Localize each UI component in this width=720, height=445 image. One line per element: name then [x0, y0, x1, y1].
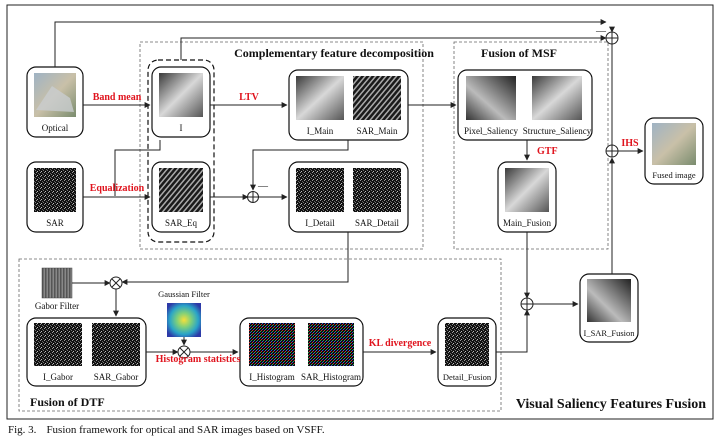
label-optical: Optical — [42, 123, 69, 133]
label-fused-image: Fused image — [652, 170, 695, 180]
group-cfd-title: Complementary feature decomposition — [234, 46, 434, 60]
main-fusion-image — [505, 168, 549, 212]
label-sar-detail: SAR_Detail — [355, 218, 399, 228]
group-cfd-box — [139, 41, 424, 250]
edge-main-minus — [250, 140, 349, 191]
sar-eq-image — [159, 168, 203, 212]
node-fused-image: Fused image — [644, 117, 704, 185]
label-i: I — [180, 123, 183, 133]
edge-i-eq-feed — [114, 140, 161, 196]
plus-op-top — [605, 31, 619, 45]
edge-optical-top — [54, 19, 607, 67]
node-i-sar-fusion: I_SAR_Fusion — [579, 273, 639, 343]
i-detail-image — [296, 168, 344, 212]
plus-op-ihs — [605, 144, 619, 158]
op-ihs: IHS — [621, 138, 639, 149]
label-i-detail: I_Detail — [305, 218, 335, 228]
op-band-mean: Band mean — [93, 92, 142, 103]
group-msf-title: Fusion of MSF — [481, 46, 557, 60]
node-gaussian-filter: Gaussian Filter — [158, 289, 210, 337]
label-pixel-saliency: Pixel_Saliency — [464, 126, 518, 136]
label-main-fusion: Main_Fusion — [503, 218, 552, 228]
pixel-saliency-image — [466, 76, 516, 120]
label-i-main: I_Main — [307, 126, 334, 136]
plus-op-low — [520, 297, 534, 311]
sar-main-image — [353, 76, 401, 120]
node-histogram-pair: I_Histogram SAR_Histogram — [239, 317, 364, 387]
i-histogram-image — [249, 323, 295, 366]
label-i-histogram: I_Histogram — [249, 372, 295, 382]
label-sar-histogram: SAR_Histogram — [301, 372, 361, 382]
gabor-filter-image — [41, 267, 73, 299]
fused-image-thumb — [652, 123, 696, 165]
node-main-fusion: Main_Fusion — [497, 161, 557, 233]
figure-title: Visual Saliency Features Fusion — [516, 397, 706, 412]
label-i-sar-fusion: I_SAR_Fusion — [583, 328, 635, 338]
sar-detail-image — [353, 168, 401, 212]
i-gabor-image — [34, 323, 82, 366]
op-equalization: Equalization — [90, 183, 145, 194]
label-sar: SAR — [46, 218, 64, 228]
operators — [109, 31, 619, 359]
node-detail-fusion: Detail_Fusion — [437, 317, 497, 387]
node-optical: Optical — [26, 66, 84, 138]
label-gabor-filter: Gabor Filter — [35, 301, 79, 311]
node-sar: SAR — [26, 161, 84, 233]
figure-caption: Fig. 3. Fusion framework for optical and … — [8, 424, 335, 436]
edge-i-top — [180, 35, 607, 60]
node-i: I — [151, 66, 211, 138]
sar-gabor-image — [92, 323, 140, 366]
node-sar-eq: SAR_Eq — [151, 161, 211, 233]
node-saliency-pair: Pixel_Saliency Structure_Saliency — [457, 69, 593, 141]
caption-text: Fusion framework for optical and SAR ima… — [46, 424, 325, 436]
group-dtf-box — [18, 258, 502, 412]
sar-histogram-image — [308, 323, 354, 366]
label-detail-fusion: Detail_Fusion — [443, 372, 492, 382]
structure-saliency-image — [532, 76, 582, 120]
connectors — [54, 19, 644, 355]
gaussian-filter-image — [167, 303, 201, 337]
node-gabor-filter: Gabor Filter — [35, 267, 79, 311]
minus-sign-mid: — — [257, 181, 269, 192]
label-sar-main: SAR_Main — [356, 126, 398, 136]
outer-frame — [6, 4, 714, 420]
multiply-op-gauss — [177, 345, 191, 359]
op-kl-divergence: KL divergence — [369, 338, 432, 349]
edge-detail-gabor — [121, 232, 349, 285]
group-msf-box — [453, 41, 609, 250]
multiply-op-gabor — [109, 276, 123, 290]
label-sar-gabor: SAR_Gabor — [94, 372, 139, 382]
i-main-image — [296, 76, 344, 120]
node-main-pair: I_Main SAR_Main — [288, 69, 409, 141]
sar-image — [34, 168, 76, 212]
label-i-gabor: I_Gabor — [43, 372, 73, 382]
plus-op-mid — [247, 191, 259, 203]
label-structure-saliency: Structure_Saliency — [523, 126, 592, 136]
op-histogram-statistics: Histogram statistics — [156, 354, 241, 365]
group-dtf-title: Fusion of DTF — [30, 395, 105, 409]
i-image — [159, 73, 203, 117]
minus-sign-top: — — [595, 26, 607, 37]
label-gaussian-filter: Gaussian Filter — [158, 289, 210, 299]
label-sar-eq: SAR_Eq — [165, 218, 198, 228]
detail-fusion-image — [445, 323, 489, 366]
node-detail-pair: I_Detail SAR_Detail — [288, 161, 409, 233]
i-sar-fusion-image — [587, 279, 631, 322]
op-gtf: GTF — [537, 146, 558, 157]
edge-detailfusion-plus — [496, 309, 530, 353]
node-gabor-pair: I_Gabor SAR_Gabor — [26, 317, 147, 387]
op-ltv: LTV — [239, 92, 259, 103]
operation-labels: Band mean Equalization LTV GTF IHS Histo… — [90, 92, 639, 365]
caption-label: Fig. 3. — [8, 424, 37, 436]
